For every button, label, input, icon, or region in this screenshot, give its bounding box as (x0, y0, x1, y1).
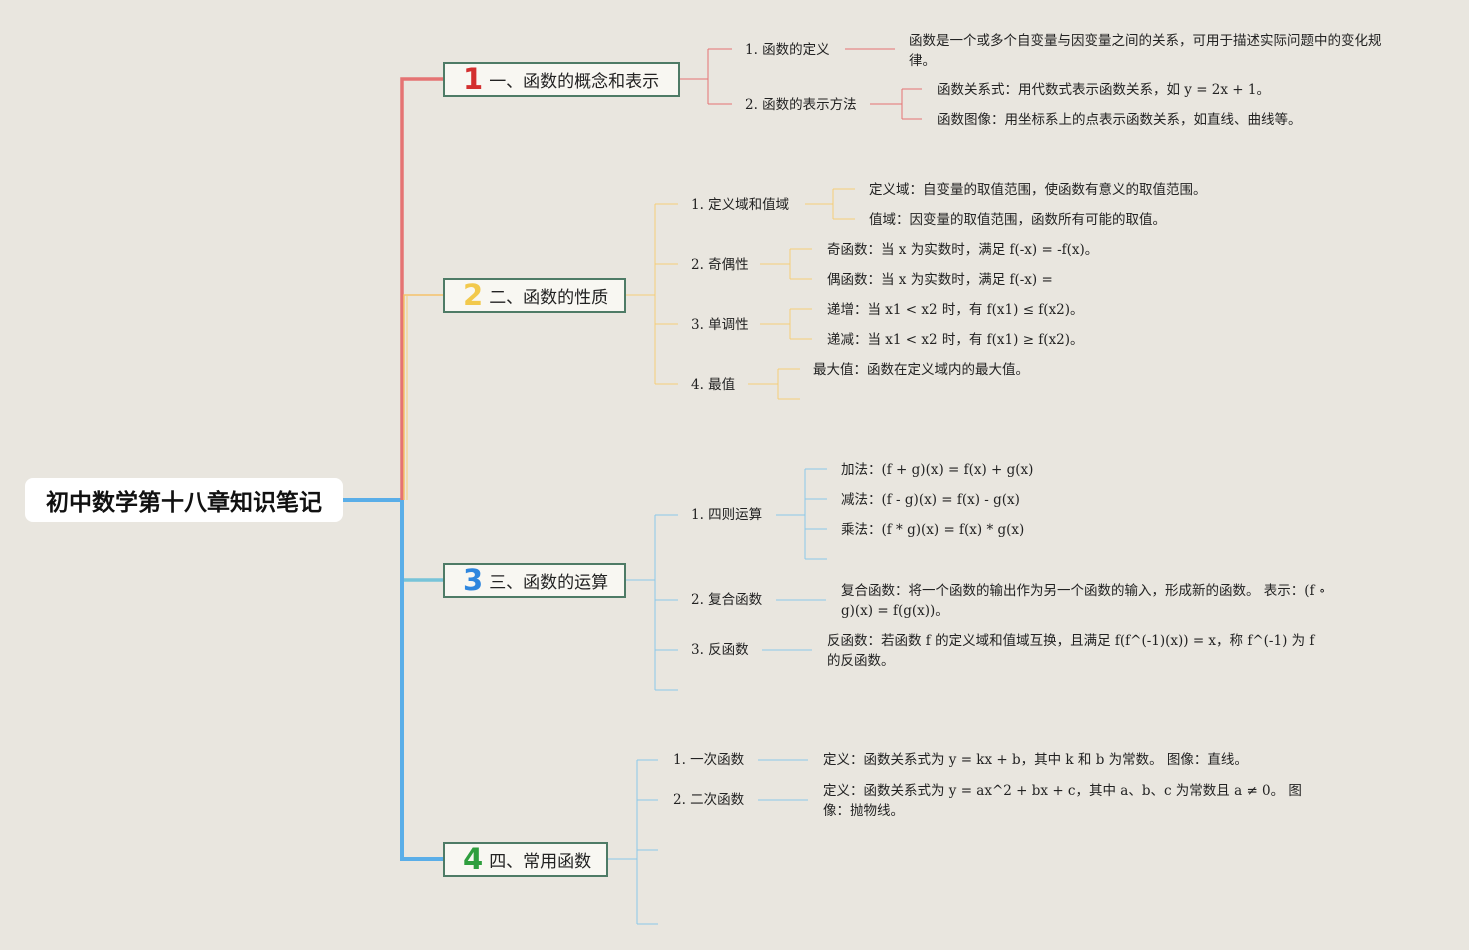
note-decreasing[interactable]: 递减：当 x1 < x2 时，有 f(x1) ≥ f(x2)。 (827, 332, 1084, 348)
subtopic-monotonicity[interactable]: 3. 单调性 (691, 317, 749, 333)
section-number: 3 (463, 563, 484, 597)
root-topic[interactable]: 初中数学第十八章知识笔记 (25, 478, 343, 522)
note-odd-function[interactable]: 奇函数：当 x 为实数时，满足 f(-x) = -f(x)。 (827, 242, 1099, 258)
section-3-topic[interactable]: 3 三、函数的运算 (443, 563, 626, 598)
note-increasing[interactable]: 递增：当 x1 < x2 时，有 f(x1) ≤ f(x2)。 (827, 302, 1084, 318)
subtopic-arithmetic[interactable]: 1. 四则运算 (691, 507, 763, 523)
section-1-topic[interactable]: 1 一、函数的概念和表示 (443, 62, 680, 97)
note-composite[interactable]: 复合函数：将一个函数的输出作为另一个函数的输入，形成新的函数。 表示：(f ∘ … (841, 583, 1326, 619)
note-quadratic[interactable]: 定义：函数关系式为 y = ax^2 + bx + c，其中 a、b、c 为常数… (823, 783, 1302, 819)
subtopic-quadratic[interactable]: 2. 二次函数 (673, 792, 745, 808)
section-title: 一、函数的概念和表示 (489, 72, 660, 92)
note-even-function[interactable]: 偶函数：当 x 为实数时，满足 f(-x) = (827, 272, 1053, 288)
note-range[interactable]: 值域：因变量的取值范围，函数所有可能的取值。 (869, 212, 1166, 228)
subtopic-extremum[interactable]: 4. 最值 (691, 377, 736, 393)
note-subtraction[interactable]: 减法：(f - g)(x) = f(x) - g(x) (841, 492, 1020, 508)
note-maximum[interactable]: 最大值：函数在定义域内的最大值。 (813, 362, 1029, 378)
note-linear[interactable]: 定义：函数关系式为 y = kx + b，其中 k 和 b 为常数。 图像：直线… (823, 752, 1248, 768)
note-representation-graph[interactable]: 函数图像：用坐标系上的点表示函数关系，如直线、曲线等。 (937, 112, 1302, 128)
note-addition[interactable]: 加法：(f + g)(x) = f(x) + g(x) (841, 462, 1034, 478)
subtopic-representation[interactable]: 2. 函数的表示方法 (745, 97, 857, 113)
subtopic-domain-range[interactable]: 1. 定义域和值域 (691, 197, 790, 213)
section-4-topic[interactable]: 4 四、常用函数 (443, 842, 608, 877)
subtopic-function-definition[interactable]: 1. 函数的定义 (745, 42, 830, 58)
note-inverse[interactable]: 反函数：若函数 f 的定义域和值域互换，且满足 f(f^(-1)(x)) = x… (827, 633, 1315, 669)
subtopic-composite[interactable]: 2. 复合函数 (691, 592, 763, 608)
section-number: 4 (463, 842, 484, 876)
subtopic-inverse[interactable]: 3. 反函数 (691, 642, 749, 658)
note-function-definition[interactable]: 函数是一个或多个自变量与因变量之间的关系，可用于描述实际问题中的变化规律。 (909, 33, 1382, 69)
note-domain[interactable]: 定义域：自变量的取值范围，使函数有意义的取值范围。 (869, 182, 1207, 198)
section-title: 四、常用函数 (489, 852, 592, 872)
subtopic-parity[interactable]: 2. 奇偶性 (691, 257, 749, 273)
section-number: 2 (463, 278, 484, 312)
subtopic-linear[interactable]: 1. 一次函数 (673, 752, 745, 768)
section-2-topic[interactable]: 2 二、函数的性质 (443, 278, 626, 313)
section-number: 1 (463, 62, 484, 96)
section-title: 三、函数的运算 (489, 573, 609, 593)
note-representation-formula[interactable]: 函数关系式：用代数式表示函数关系，如 y = 2x + 1。 (937, 82, 1270, 98)
note-multiplication[interactable]: 乘法：(f * g)(x) = f(x) * g(x) (841, 522, 1025, 538)
section-title: 二、函数的性质 (489, 288, 609, 308)
